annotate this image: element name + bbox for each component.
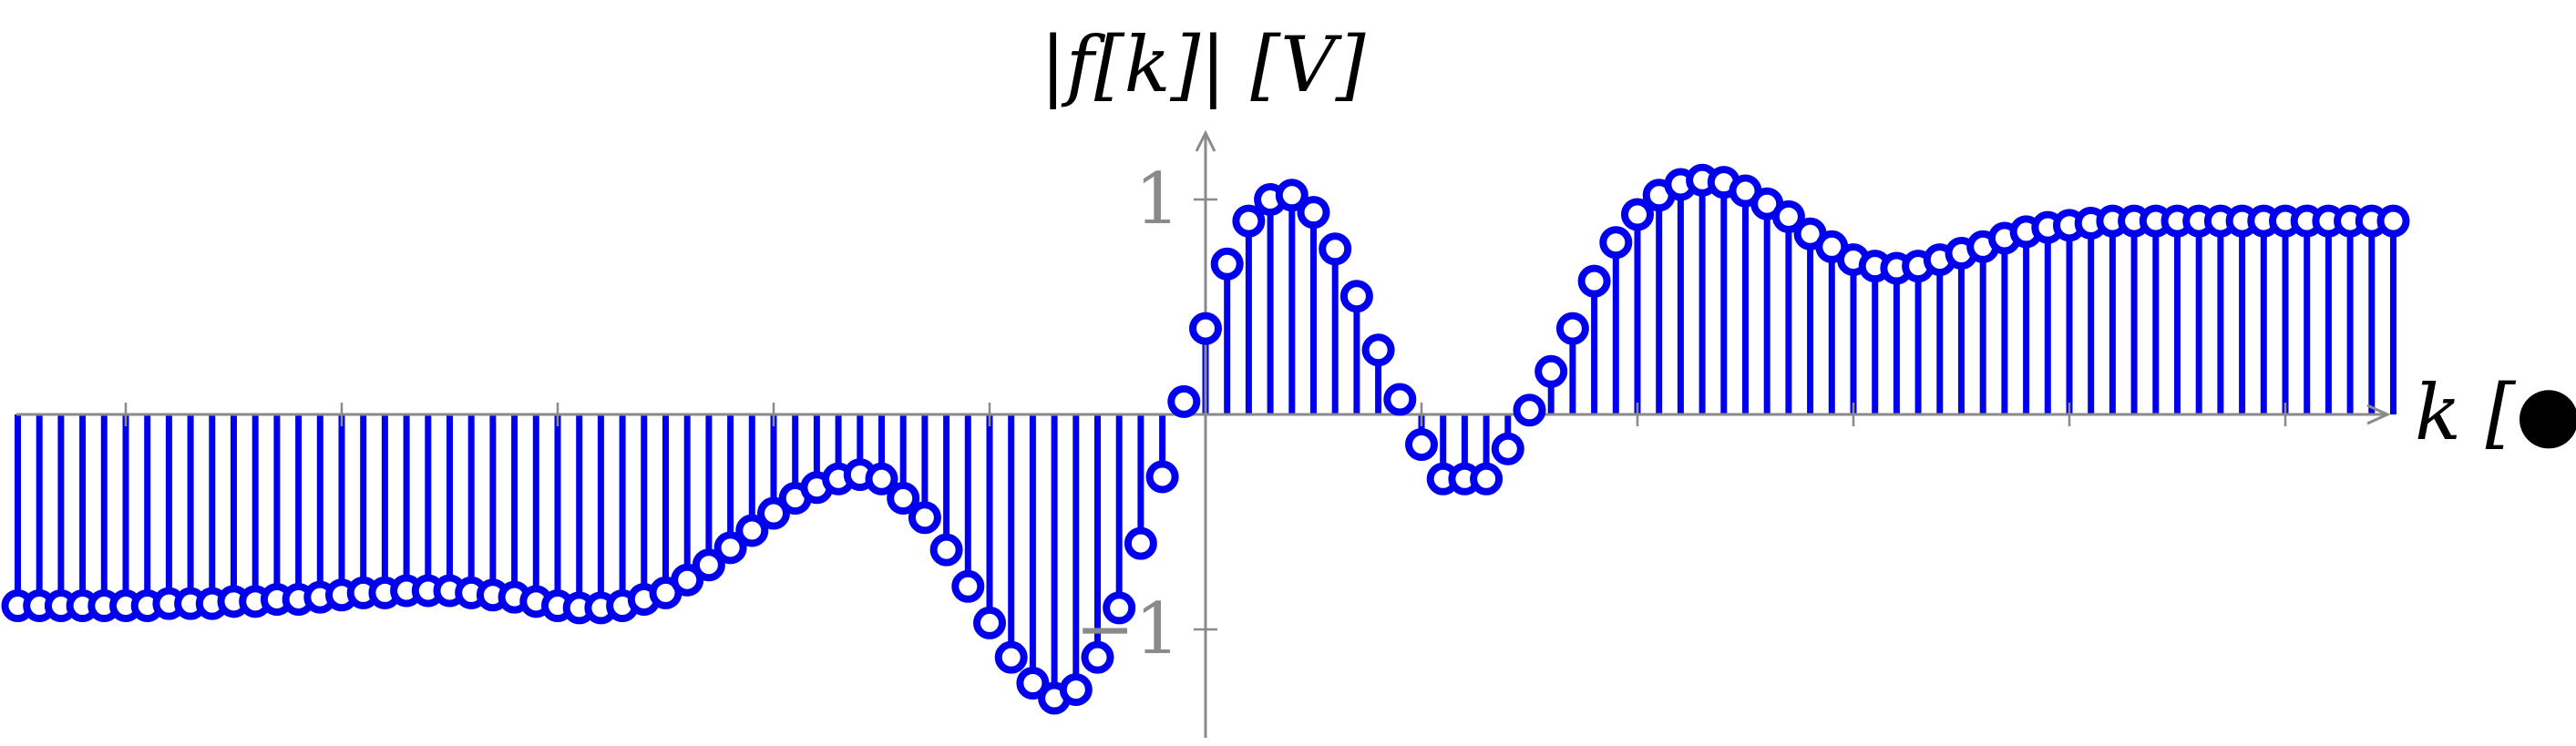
axes: 1−1 bbox=[16, 129, 2391, 738]
stem-marker--11 bbox=[951, 569, 985, 603]
stem-marker--13 bbox=[908, 501, 941, 535]
stem-marker--20 bbox=[757, 496, 790, 530]
stem-marker-5 bbox=[1297, 196, 1330, 230]
stem-marker-6 bbox=[1319, 232, 1352, 266]
stem-marker-0 bbox=[1189, 312, 1222, 345]
stem-marker--5 bbox=[1081, 640, 1114, 674]
stem-marker--22 bbox=[713, 531, 747, 565]
stem-marker-13 bbox=[1470, 462, 1504, 496]
stem-marker--21 bbox=[735, 514, 769, 547]
x-axis-label: k [●] bbox=[2415, 368, 2576, 457]
stem-marker-9 bbox=[1383, 383, 1417, 416]
y-axis-label: |f[k]| [V] bbox=[1040, 20, 1365, 109]
stem-marker-8 bbox=[1361, 333, 1395, 367]
stem-marker-10 bbox=[1405, 428, 1438, 462]
stem-marker-19 bbox=[1599, 226, 1633, 260]
stem-marker--12 bbox=[929, 533, 963, 567]
stem-marker-4 bbox=[1275, 179, 1309, 212]
stem-marker-55 bbox=[2376, 204, 2410, 238]
stem-marker--14 bbox=[887, 482, 920, 516]
stem-marker-16 bbox=[1534, 354, 1568, 388]
x-ticks bbox=[124, 403, 2287, 426]
stem-marker-27 bbox=[1771, 199, 1805, 233]
stem-marker--23 bbox=[692, 548, 725, 582]
stem-marker--2 bbox=[1145, 460, 1179, 494]
stem-marker--24 bbox=[671, 563, 704, 597]
stem-marker--10 bbox=[973, 606, 1006, 639]
stem-marker-15 bbox=[1513, 393, 1546, 427]
stem-marker--6 bbox=[1059, 673, 1093, 707]
x-axis-arrowhead bbox=[2366, 404, 2391, 425]
stem-marker-7 bbox=[1339, 280, 1373, 313]
stem-marker--15 bbox=[865, 462, 898, 496]
stem-marker-14 bbox=[1491, 432, 1524, 465]
stem-marker-18 bbox=[1577, 264, 1611, 298]
stem-marker--9 bbox=[994, 640, 1028, 674]
stem-marker--3 bbox=[1124, 526, 1157, 560]
stem-lines bbox=[15, 179, 2396, 699]
y-tick-label-1: 1 bbox=[1134, 158, 1180, 240]
stem-markers bbox=[1, 163, 2410, 715]
stem-marker--8 bbox=[1016, 667, 1050, 700]
stem-marker--1 bbox=[1167, 384, 1201, 418]
stem-marker-2 bbox=[1232, 204, 1266, 238]
y-axis-arrowhead bbox=[1195, 129, 1216, 152]
stem-marker-20 bbox=[1621, 198, 1654, 231]
stem-marker-1 bbox=[1210, 247, 1244, 281]
stem-marker--4 bbox=[1103, 591, 1136, 625]
stem-marker-17 bbox=[1555, 312, 1589, 345]
